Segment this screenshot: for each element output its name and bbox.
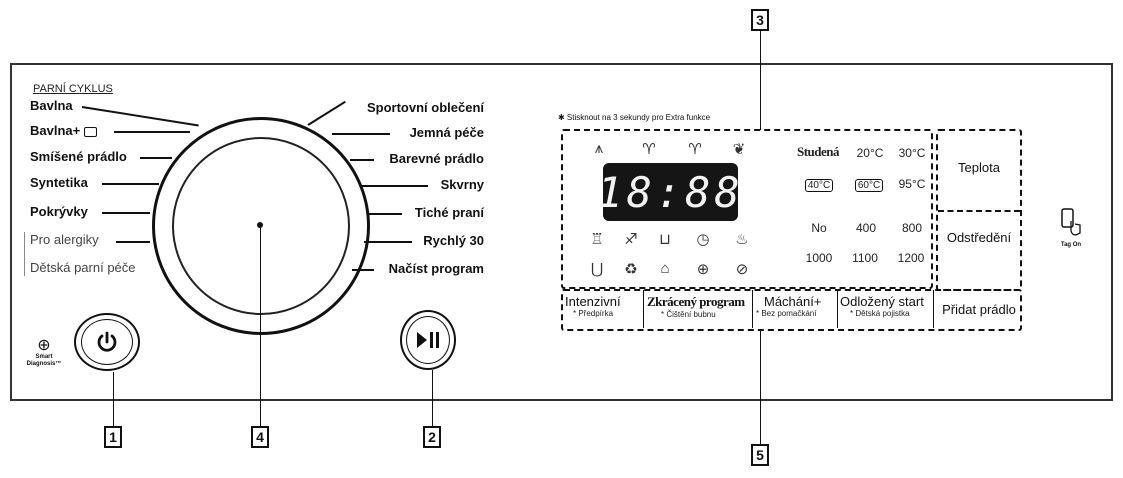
program-baby-steam: Dětská parní péče [30,260,136,275]
program-group-bar [24,232,25,276]
leader-line [102,212,150,214]
spin-no: No [811,221,827,235]
temp-cold: Studená [796,144,840,159]
leader-line [116,241,150,243]
callout-line [260,225,261,426]
program-colours: Barevné prádlo [389,151,484,166]
callout-4: 4 [251,426,269,448]
spin-400: 400 [855,221,877,235]
callout-line [113,372,114,426]
temp-20: 20°C [856,146,884,160]
memo-icon [83,126,97,137]
temperature-button[interactable]: Teplota [958,160,1000,175]
lock-icon: ⊕ [696,261,710,278]
program-sportswear: Sportovní oblečení [366,100,484,115]
program-cotton: Bavlna [30,98,73,113]
delay-start-button[interactable]: Odložený start * Dětská pojistka [840,294,924,318]
clock-icon: ◷ [696,231,710,248]
program-cotton-plus: Bavlna+ [30,123,97,139]
knob-center-dot [257,222,263,228]
wash-icon: ⩚ [594,140,604,157]
add-laundry-button[interactable]: Přidat prádlo [942,302,1016,317]
prewash-icon: ❦ [732,141,746,158]
short-program-button[interactable]: Zkrácený program * Čištění bubnu [647,294,745,319]
power-button[interactable] [74,313,140,371]
leader-line [352,269,374,271]
callout-2: 2 [423,426,441,448]
tag-on-phone-icon [1061,208,1081,236]
leader-line [140,157,172,159]
spin-button[interactable]: Odstředění [946,230,1012,245]
extra-function-note: ✱ Stisknout na 3 sekundy pro Extra funkc… [558,113,711,122]
steam-cycle-header: PARNÍ CYKLUS [33,83,113,95]
callout-line [760,331,761,444]
program-allergy: Pro alergiky [30,232,99,247]
control-panel [10,63,1113,401]
power-icon [97,331,117,352]
sportswear-icon: ♐︎ [624,231,638,248]
function-buttons-area [561,289,1022,331]
steam-icon: ♨ [735,231,749,248]
temp-40: 40°C [802,177,836,192]
callout-line [432,370,433,426]
program-delicates: Jemná péče [409,125,484,140]
tub-icon: ⊔ [659,231,671,248]
lcd-display: 18:88 [597,163,740,221]
shirt-icon: ♈︎ [642,141,656,158]
program-quick-30: Rychlý 30 [423,233,484,248]
spin-1200: 1200 [897,251,925,265]
display-area [561,129,933,289]
program-mixed: Smíšené prádlo [30,149,127,164]
play-pause-icon [417,332,439,348]
callout-5: 5 [751,444,769,466]
spin-1100: 1100 [852,251,878,265]
button-divider [938,210,1020,212]
program-stains: Skvrny [440,177,484,192]
tub-clean-icon: ⋃ [590,261,604,278]
temp-60: 60°C [852,177,886,192]
temp-30: 30°C [898,146,926,160]
start-pause-button[interactable] [400,310,456,370]
program-quiet-wash: Tiché praní [414,205,484,220]
shirt-icon: ♈︎ [688,141,702,158]
iron-icon: ⌂ [660,260,670,277]
eco-icon: ♻ [624,261,638,278]
callout-line [760,31,761,130]
tag-on[interactable]: Tag On [1056,207,1086,249]
program-synthetics: Syntetika [30,175,88,190]
leader-line [114,131,190,133]
spin-800: 800 [901,221,923,235]
leader-line [364,241,412,243]
function-divider [752,290,753,328]
program-knob[interactable] [152,117,370,335]
smart-diagnosis-icon: ⊕ [37,337,51,354]
function-divider [933,290,934,328]
tshirt-icon: ♖ [590,231,604,248]
smart-diagnosis: ⊕ Smart Diagnosis™ [24,338,64,368]
leader-line [332,133,390,135]
spin-1000: 1000 [805,251,833,265]
function-divider [837,290,838,328]
program-knob-inner[interactable] [172,137,350,315]
function-divider [643,290,644,328]
no-wash-icon: ⊘ [735,261,749,278]
callout-3: 3 [751,9,769,31]
program-download: Načíst program [388,261,484,276]
leader-line [350,159,374,161]
program-duvet: Pokrývky [30,204,88,219]
rinse-plus-button[interactable]: Máchání+ * Bez pomačkání [756,294,822,318]
temp-95: 95°C [898,177,926,191]
callout-1: 1 [104,426,122,448]
leader-line [102,183,159,185]
leader-line [368,213,402,215]
intensive-button[interactable]: Intenzivní * Předpírka [565,294,621,318]
leader-line [362,185,428,187]
